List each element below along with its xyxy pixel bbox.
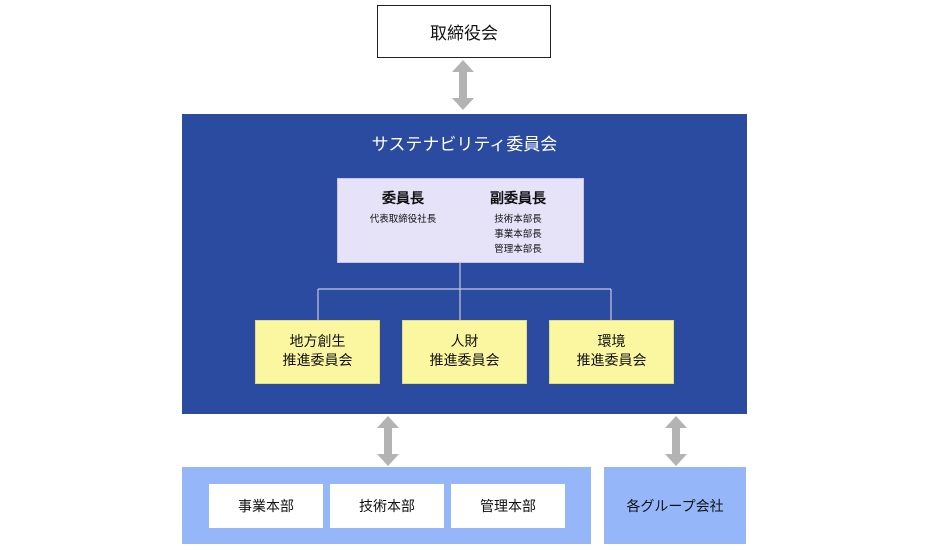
chair-member: 代表取締役社長: [369, 214, 437, 225]
department-label: 管理本部: [480, 499, 536, 515]
subcommittee-line1: 地方創生: [289, 334, 346, 350]
subcommittee-line1: 人財: [450, 334, 479, 350]
committee-title: サステナビリティ委員会: [371, 135, 558, 155]
department-box: 技術本部: [330, 484, 444, 528]
vice-chair-member: 技術本部長: [494, 214, 542, 225]
vice-chair-title: 副委員長: [490, 191, 546, 207]
department-label: 技術本部: [359, 499, 415, 515]
arrow-board-committee: [452, 60, 474, 110]
board-of-directors-box: 取締役会: [377, 5, 551, 58]
subcommittee-line2: 推進委員会: [429, 353, 500, 369]
board-label: 取締役会: [430, 24, 498, 44]
vice-chair-column: 副委員長 技術本部長 事業本部長 管理本部長: [456, 188, 580, 257]
vice-chair-member: 事業本部長: [494, 229, 542, 240]
arrow-committee-group: [665, 416, 687, 466]
group-companies-label: 各グループ会社: [626, 498, 724, 515]
subcommittee-line1: 環境: [597, 334, 626, 350]
department-box: 管理本部: [451, 484, 565, 528]
subcommittee-environment: 環境 推進委員会: [549, 320, 674, 384]
subcommittee-line2: 推進委員会: [282, 353, 353, 369]
department-box: 事業本部: [209, 484, 323, 528]
chair-title: 委員長: [382, 191, 424, 207]
chair-column: 委員長 代表取締役社長: [338, 188, 468, 227]
vice-chair-member: 管理本部長: [494, 244, 542, 255]
subcommittee-human-resources: 人財 推進委員会: [402, 320, 527, 384]
leadership-box: 委員長 代表取締役社長 副委員長 技術本部長 事業本部長 管理本部長: [337, 178, 584, 263]
arrow-committee-departments: [377, 416, 399, 466]
subcommittee-regional: 地方創生 推進委員会: [255, 320, 380, 384]
subcommittee-line2: 推進委員会: [576, 353, 647, 369]
department-label: 事業本部: [238, 499, 294, 515]
group-companies-box: 各グループ会社: [604, 467, 746, 544]
